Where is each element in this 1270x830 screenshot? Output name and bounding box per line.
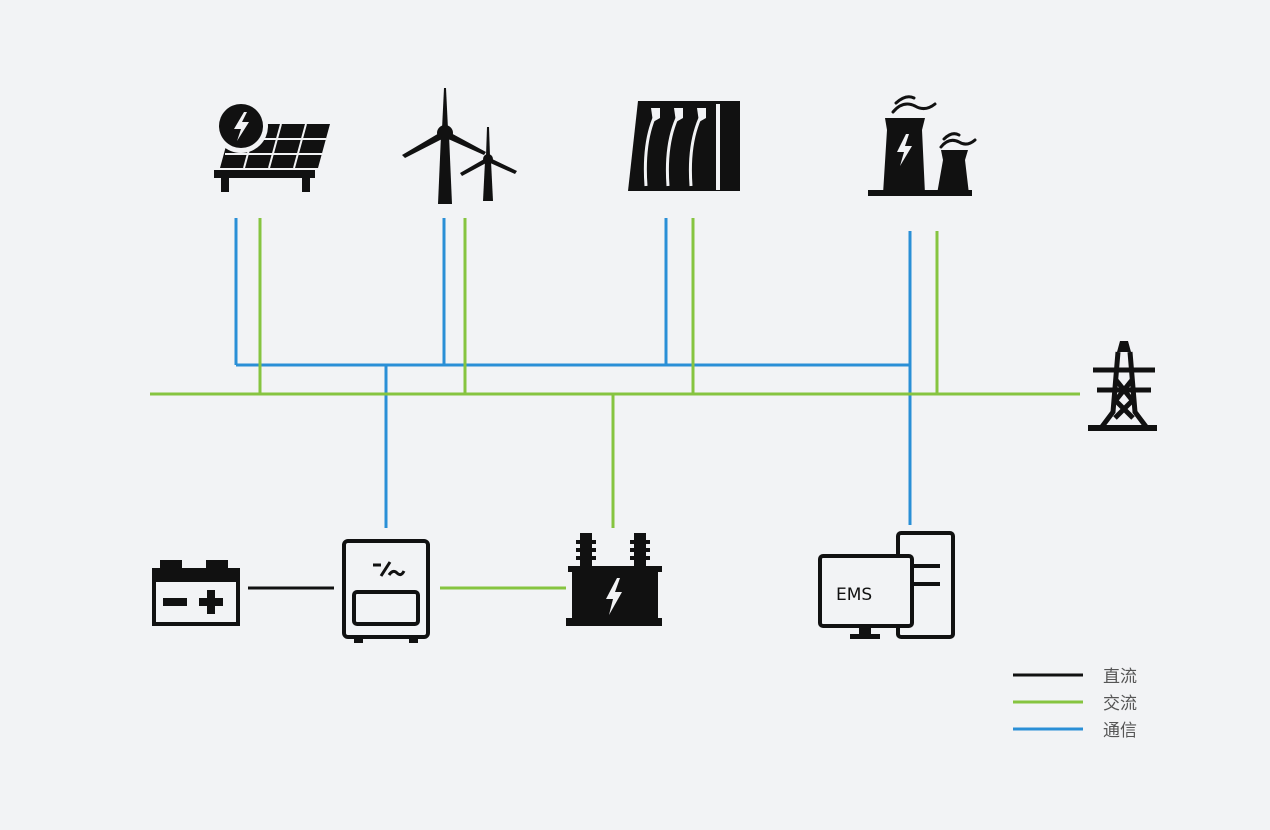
hydro-dam-icon — [628, 101, 740, 191]
legend-item-ac: 交流 — [1013, 694, 1137, 714]
solar-panel-icon — [214, 99, 330, 192]
legend-item-comm: 通信 — [1013, 721, 1137, 741]
ems-computer-icon: EMS — [818, 531, 955, 639]
legend-item-dc: 直流 — [1013, 667, 1137, 687]
transformer-icon — [566, 533, 662, 626]
legend-label-dc: 直流 — [1103, 667, 1137, 687]
connections — [150, 218, 1080, 590]
battery-icon — [152, 560, 240, 626]
legend-label-comm: 通信 — [1103, 721, 1137, 741]
ems-label: EMS — [836, 585, 872, 605]
ac-lines — [150, 218, 1080, 590]
transmission-tower-icon — [1088, 341, 1157, 431]
power-converter-icon — [342, 539, 430, 643]
communication-lines — [234, 218, 912, 528]
thermal-power-plant-icon — [868, 95, 977, 196]
wind-turbine-icon — [402, 88, 517, 204]
legend-label-ac: 交流 — [1103, 694, 1137, 714]
legend: 直流 交流 通信 — [1013, 667, 1137, 741]
